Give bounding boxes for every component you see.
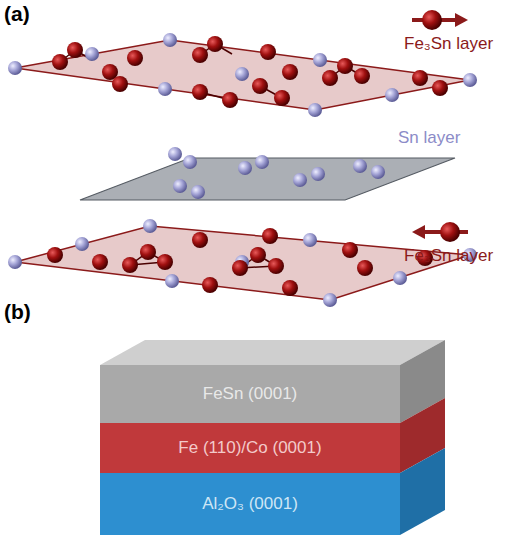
- stack-top-face: [100, 340, 445, 365]
- layer-slab: Fe (110)/Co (0001): [100, 423, 400, 473]
- spin-atom: [422, 10, 442, 30]
- fe-atom: [274, 90, 290, 106]
- layer-label: Sn layer: [398, 128, 460, 148]
- fe-atoms: [47, 228, 433, 296]
- sn-atom: [173, 179, 187, 193]
- panel-label: (a): [4, 2, 30, 26]
- fe-atom: [282, 280, 298, 296]
- fe-atom: [250, 247, 266, 263]
- sn-atom: [238, 161, 252, 175]
- fe-atom: [112, 76, 128, 92]
- fe-atom: [157, 254, 173, 270]
- layer-slab: Al₂O₃ (0001): [100, 473, 400, 535]
- sn-atom: [165, 274, 179, 288]
- sn-atom: [308, 103, 322, 117]
- fe3sn-plane: [15, 40, 470, 110]
- fe-atom: [282, 64, 298, 80]
- fe-atom: [202, 277, 218, 293]
- sn-atom: [163, 33, 177, 47]
- panel-label: (b): [4, 300, 31, 324]
- sn-atom: [393, 271, 407, 285]
- fe-atom: [92, 254, 108, 270]
- sn-atom: [293, 173, 307, 187]
- sn-atom: [143, 219, 157, 233]
- sn-atom: [8, 61, 22, 75]
- fe-atom: [354, 68, 370, 84]
- fe-atom: [207, 36, 223, 52]
- fe-atoms: [52, 36, 448, 108]
- arrow-head: [412, 225, 425, 239]
- arrow-head: [455, 13, 468, 27]
- sn-atom: [353, 159, 367, 173]
- fe-atom: [122, 257, 138, 273]
- fe-atom: [127, 50, 143, 66]
- fe-atom: [47, 247, 63, 263]
- sn-atoms: [168, 147, 385, 199]
- fe-atom: [342, 242, 358, 258]
- sn-atom: [385, 88, 399, 102]
- sn-atom: [235, 67, 249, 81]
- sn-atom: [168, 147, 182, 161]
- fe-atom: [260, 44, 276, 60]
- sn-atom: [303, 233, 317, 247]
- sn-atom: [75, 237, 89, 251]
- fe-atom: [67, 42, 83, 58]
- fe-atom: [268, 258, 284, 274]
- fe-atom: [192, 232, 208, 248]
- fe-atom: [232, 260, 248, 276]
- layer-text: Al₂O₃ (0001): [202, 494, 298, 514]
- sn-atom: [183, 155, 197, 169]
- fe-atom: [262, 228, 278, 244]
- sn-atom: [463, 73, 477, 87]
- layer-text: FeSn (0001): [203, 384, 298, 404]
- fe-atom: [222, 92, 238, 108]
- sn-atom: [158, 82, 172, 96]
- fe3sn-plane: [15, 226, 470, 300]
- fe-atom: [412, 70, 428, 86]
- fe-atom: [337, 58, 353, 74]
- fe-atom: [192, 47, 208, 63]
- sn-atom: [313, 53, 327, 67]
- fe-atom: [252, 78, 268, 94]
- sn-atom: [255, 155, 269, 169]
- fe-atom: [432, 80, 448, 96]
- sn-atom: [191, 185, 205, 199]
- layer-slab: FeSn (0001): [100, 365, 400, 423]
- sn-atom: [85, 47, 99, 61]
- layer-label: Fe₃Sn layer: [404, 34, 493, 54]
- layer-label: Fe₃Sn layer: [404, 246, 493, 266]
- sn-atom: [323, 293, 337, 307]
- fe-atom: [357, 260, 373, 276]
- layer-text: Fe (110)/Co (0001): [178, 438, 321, 458]
- fe-atom: [322, 70, 338, 86]
- sn-atom: [311, 167, 325, 181]
- fe-atom: [52, 54, 68, 70]
- sn-atom: [371, 165, 385, 179]
- fe-bonds: [60, 44, 362, 100]
- spin-atom: [440, 222, 460, 242]
- sn-atom: [8, 255, 22, 269]
- fe-atom: [140, 244, 156, 260]
- stack-side-face: [400, 448, 445, 535]
- fe-atom: [192, 84, 208, 100]
